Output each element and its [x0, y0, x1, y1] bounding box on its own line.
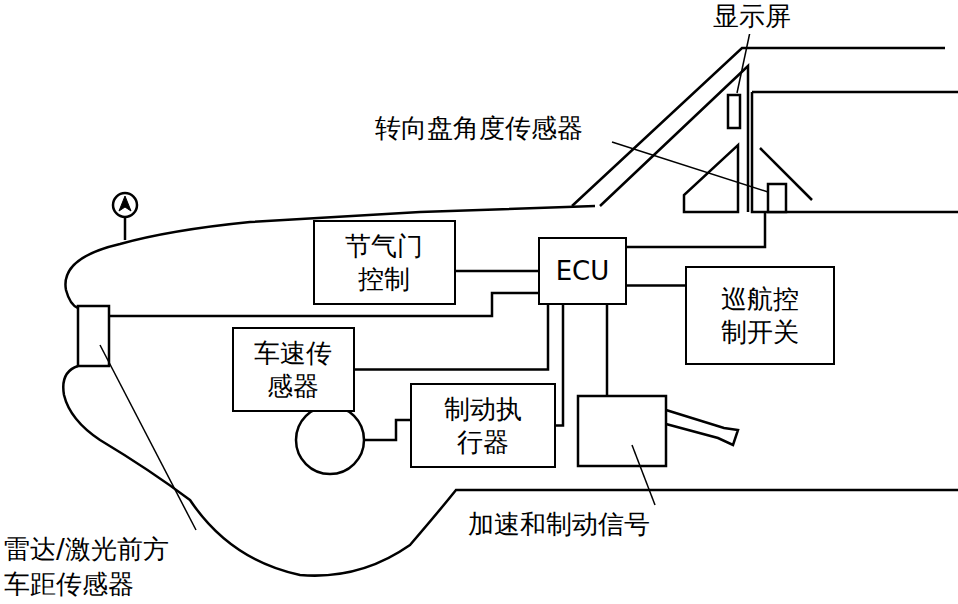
box-text: ECU	[556, 255, 610, 288]
radar-sensor-label: 雷达/激光前方车距传感器	[2, 532, 186, 602]
box-text: 车速传感器	[251, 337, 337, 402]
signal-label: 加速和制动信号	[466, 508, 652, 542]
box-text: 巡航控制开关	[717, 283, 803, 348]
box-text: 节气门控制	[342, 230, 428, 295]
throttle-box: 节气门控制	[313, 220, 456, 305]
ecu-box: ECU	[538, 237, 627, 305]
signal-wire	[456, 270, 538, 273]
cruise-switch-box: 巡航控制开关	[685, 266, 835, 365]
box-text: 制动执行器	[440, 393, 526, 458]
signal-wire	[556, 305, 563, 426]
signal-wire	[627, 284, 685, 287]
brake-actuator-box: 制动执行器	[410, 383, 556, 468]
steering-sensor-label: 转向盘角度传感器	[373, 112, 585, 146]
signal-wire	[355, 305, 548, 370]
speed-sensor-box: 车速传感器	[232, 327, 355, 412]
display-label: 显示屏	[711, 0, 793, 34]
